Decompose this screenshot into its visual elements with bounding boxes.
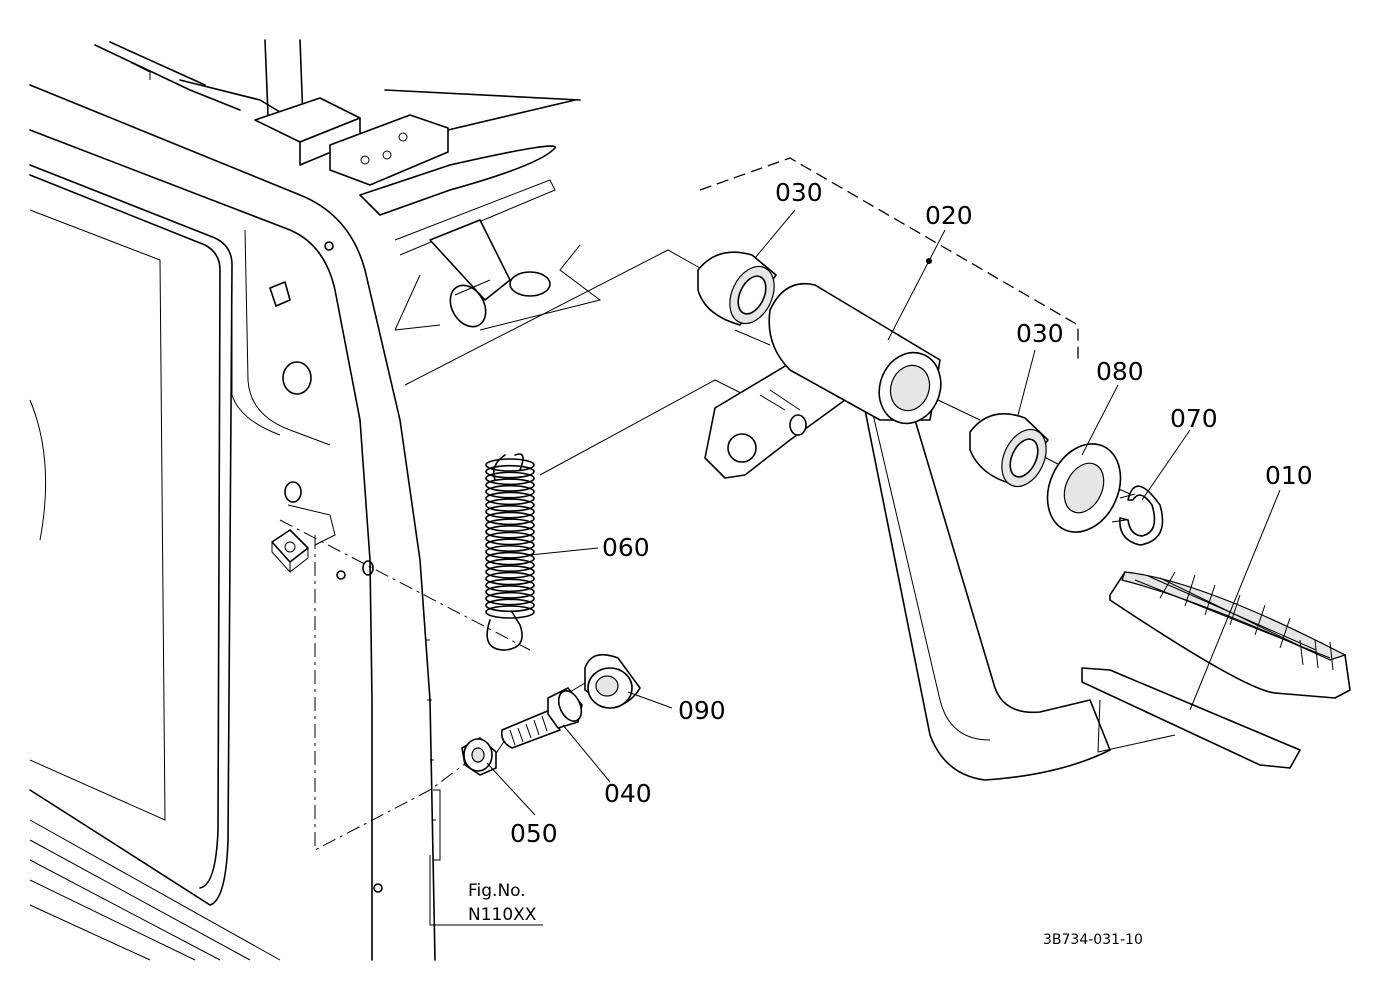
- spring-coil: [485, 598, 535, 613]
- washer-080: [1046, 443, 1122, 533]
- drawing-code: 3B734-031-10: [1043, 932, 1143, 948]
- spring-coil: [485, 511, 535, 526]
- callout-090: 090: [678, 696, 726, 725]
- callout-020: 020: [925, 201, 973, 230]
- bushing-030-upper: [697, 251, 777, 326]
- callout-050: 050: [510, 819, 558, 848]
- callout-040: 040: [604, 779, 652, 808]
- callout-030-upper: 030: [775, 178, 823, 207]
- spring-coil: [485, 471, 535, 486]
- spring-coil: [485, 504, 535, 519]
- spacer-090: [584, 653, 641, 709]
- callout-070: 070: [1170, 404, 1218, 433]
- callout-030-lower: 030: [1016, 319, 1064, 348]
- bushing-030-lower: [969, 412, 1049, 488]
- spring-coil: [485, 605, 535, 619]
- callout-060: 060: [602, 533, 650, 562]
- figure-number: N110XX: [468, 905, 537, 925]
- spring-coil: [485, 578, 535, 593]
- figure-label: Fig.No.: [468, 881, 526, 901]
- leader-lines: [429, 209, 1281, 926]
- spring-coil: [485, 458, 535, 472]
- spring-coil: [485, 591, 535, 606]
- spring-coil: [485, 531, 535, 546]
- spring-coil: [485, 525, 535, 539]
- spring-coil: [485, 464, 535, 479]
- spring-coil: [485, 478, 535, 492]
- spring-coil: [485, 565, 535, 579]
- callout-010: 010: [1265, 461, 1313, 490]
- nut-050: [461, 737, 497, 776]
- spring-coil: [485, 498, 535, 512]
- spring-coil: [485, 545, 535, 559]
- bolt-040: [500, 687, 583, 749]
- pedal-pad: [1109, 571, 1351, 699]
- callout-080: 080: [1096, 357, 1144, 386]
- tractor-frame: [29, 84, 441, 961]
- spring-coil: [485, 518, 535, 532]
- pedal-arm: [704, 258, 1301, 781]
- spring-coil: [485, 571, 535, 586]
- spring-coil: [485, 585, 535, 599]
- return-spring-060: [485, 453, 535, 651]
- assembly-boundary-020: [699, 157, 1079, 360]
- spring-coil: [485, 484, 535, 499]
- spring-coil: [485, 491, 535, 506]
- snap-ring-070: [1111, 485, 1164, 546]
- upper-mechanism: [94, 39, 602, 331]
- spring-coil: [485, 551, 535, 566]
- spring-coil: [485, 538, 535, 552]
- spring-coil: [485, 558, 535, 573]
